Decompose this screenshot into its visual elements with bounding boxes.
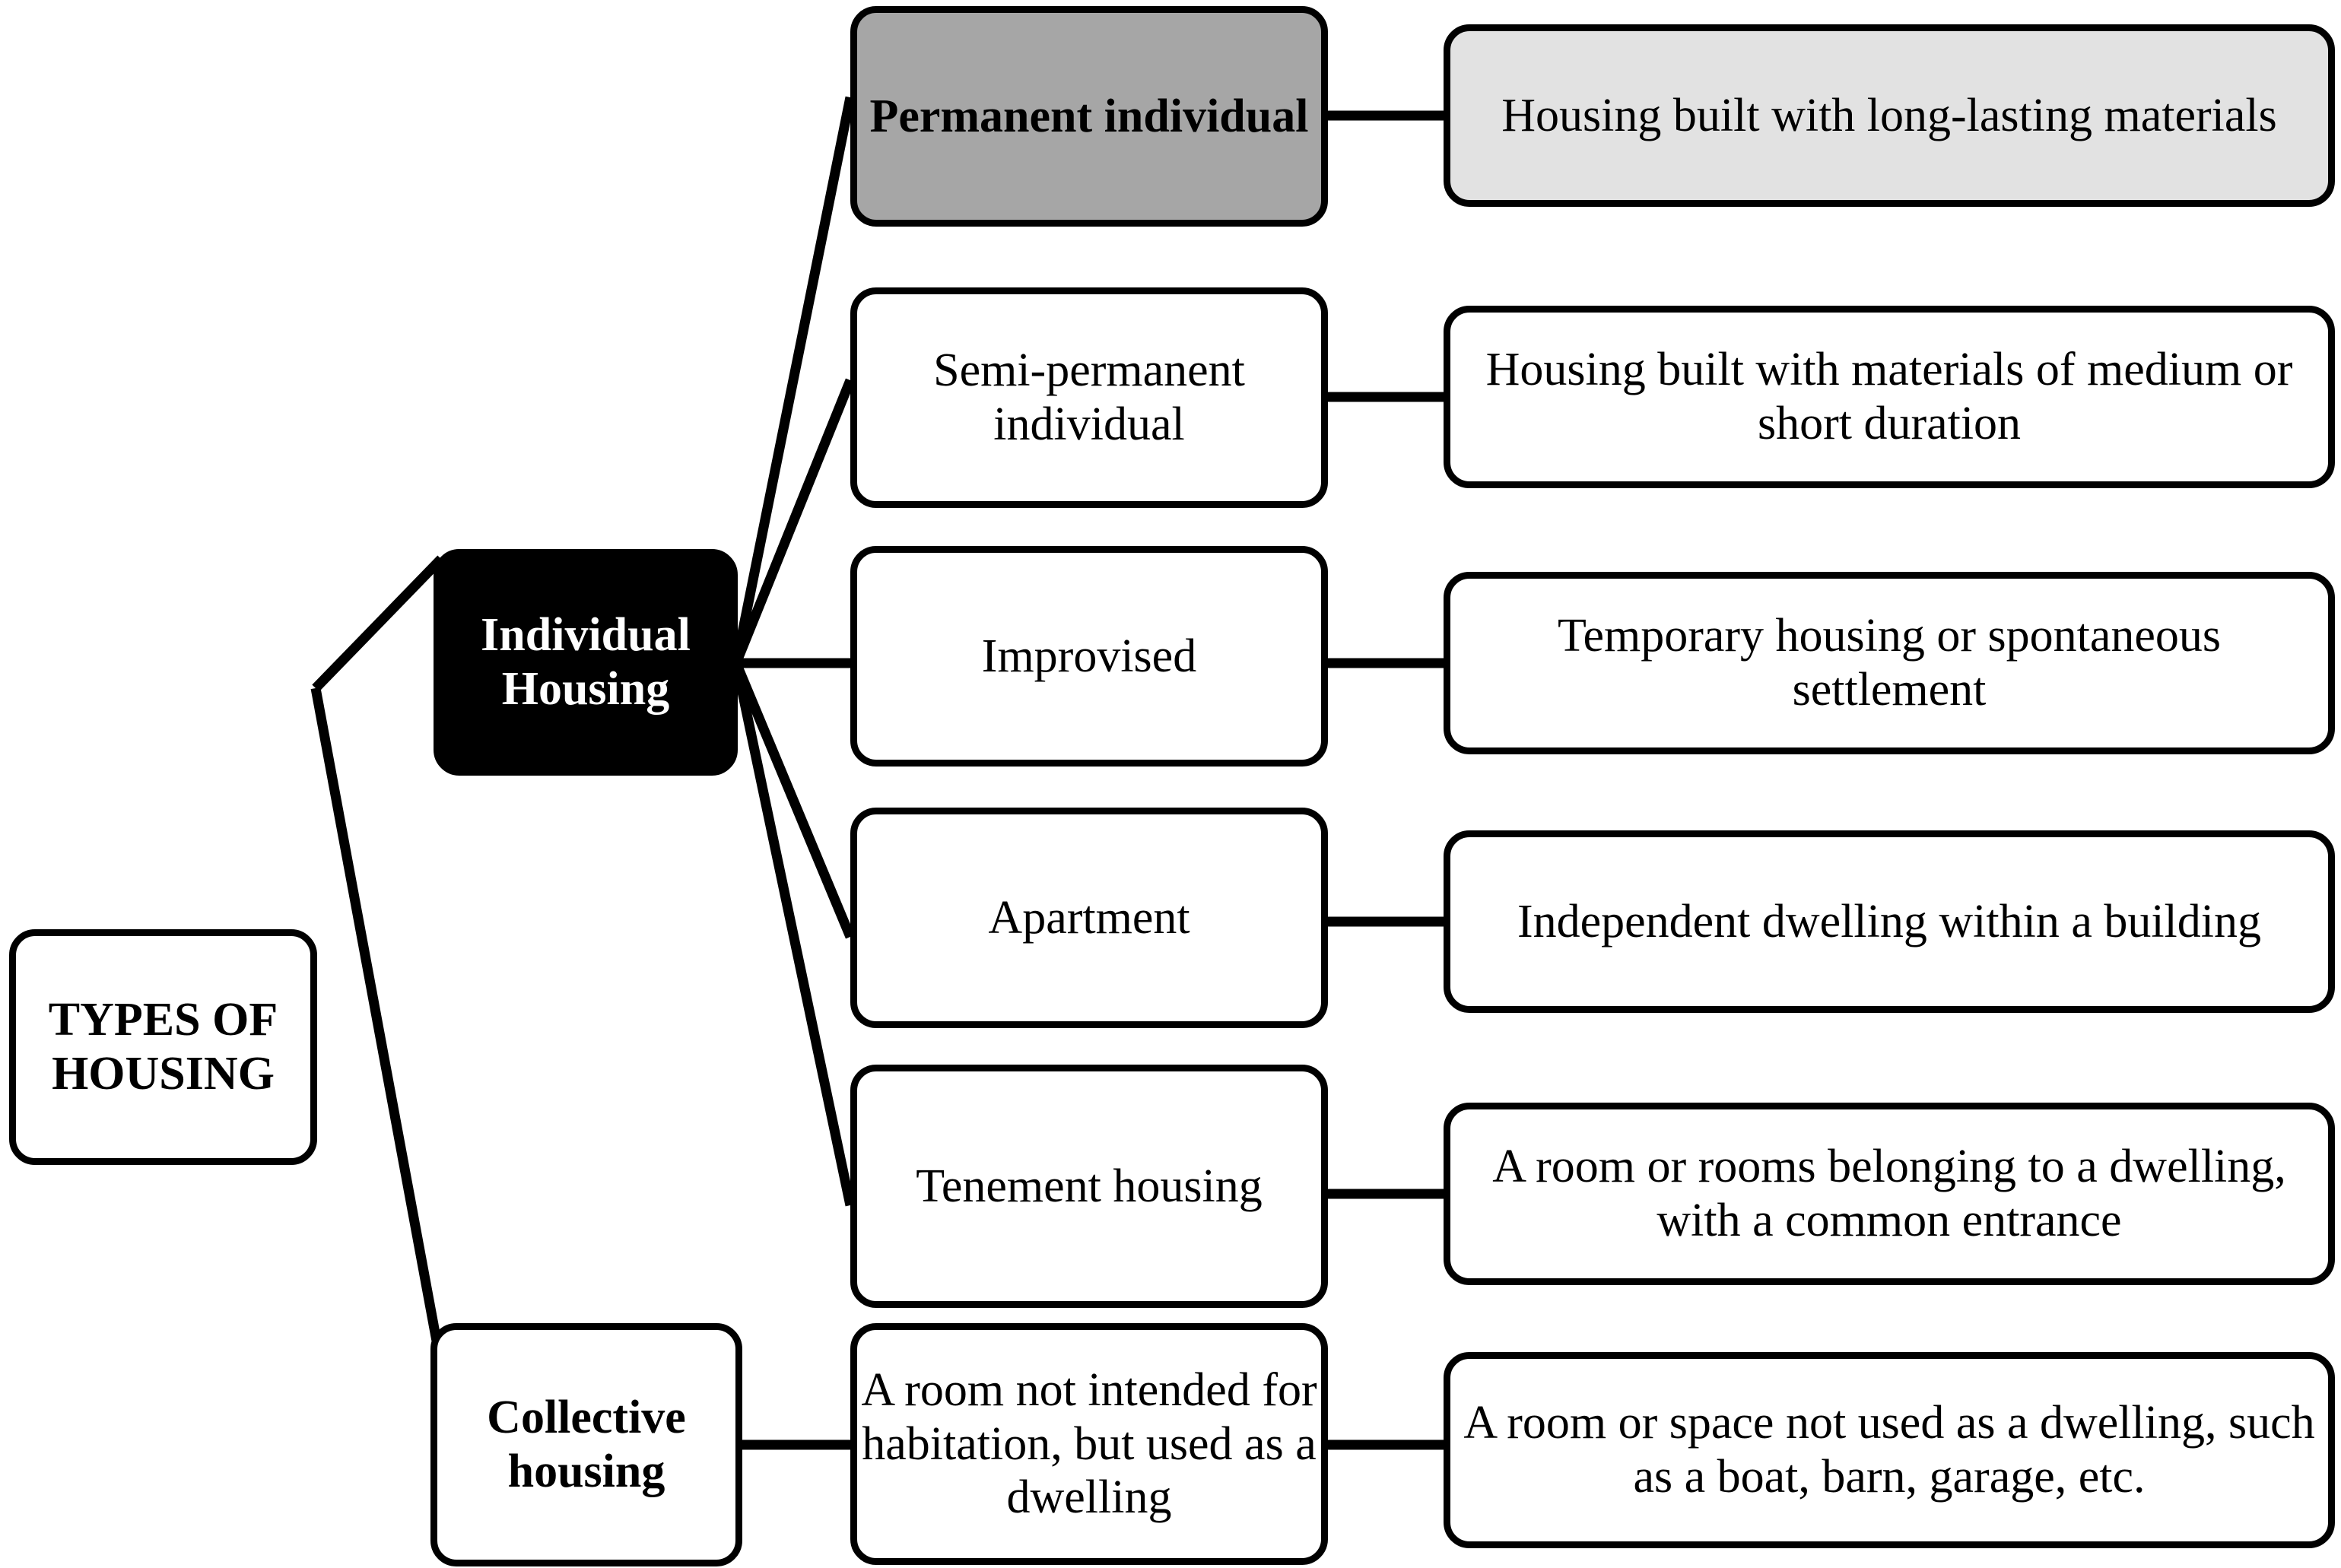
node-type-room-not-intended-for-habitation-label: A room not intended for habitation, but … <box>861 1363 1317 1524</box>
node-type-permanent-individual[interactable]: Permanent individual <box>850 6 1328 227</box>
node-collective-housing-label: Collective housing <box>487 1392 686 1497</box>
node-type-tenement-housing-label: Tenement housing <box>916 1160 1263 1212</box>
node-type-apartment-label: Apartment <box>988 891 1190 944</box>
desc-tenement-housing-text: A room or rooms belonging to a dwelling,… <box>1492 1141 2286 1246</box>
edge-individual-to-semipermanent <box>731 378 856 665</box>
desc-semi-permanent-individual-text: Housing built with materials of medium o… <box>1485 344 2293 449</box>
edge-individual-to-tenement <box>731 662 856 1207</box>
desc-permanent-individual-text: Housing built with long-lasting material… <box>1501 89 2277 141</box>
edge-root-to-collective <box>310 687 445 1359</box>
edge-individual-to-apartment <box>732 661 855 939</box>
desc-room-not-used-as-dwelling-text: A room or space not used as a dwelling, … <box>1463 1397 2315 1503</box>
node-type-improvised-label: Improvised <box>981 630 1197 682</box>
node-type-semi-permanent-individual-label: Semi-permanent individual <box>933 344 1245 450</box>
node-individual-housing-label: Individual Housing <box>481 609 691 715</box>
desc-room-not-used-as-dwelling[interactable]: A room or space not used as a dwelling, … <box>1444 1352 2335 1548</box>
node-type-semi-permanent-individual[interactable]: Semi-permanent individual <box>850 287 1328 508</box>
node-collective-housing[interactable]: Collective housing <box>430 1323 742 1566</box>
node-root-types-of-housing[interactable]: TYPES OF HOUSING <box>9 929 317 1165</box>
desc-improvised-text: Temporary housing or spontaneous settlem… <box>1557 610 2222 716</box>
node-individual-housing[interactable]: Individual Housing <box>434 549 738 776</box>
desc-improvised[interactable]: Temporary housing or spontaneous settlem… <box>1444 572 2335 754</box>
node-type-improvised[interactable]: Improvised <box>850 546 1328 767</box>
node-root-label: TYPES OF HOUSING <box>48 994 278 1100</box>
desc-permanent-individual[interactable]: Housing built with long-lasting material… <box>1444 24 2335 207</box>
node-type-apartment[interactable]: Apartment <box>850 808 1328 1028</box>
desc-tenement-housing[interactable]: A room or rooms belonging to a dwelling,… <box>1444 1103 2335 1285</box>
node-type-room-not-intended-for-habitation[interactable]: A room not intended for habitation, but … <box>850 1323 1328 1565</box>
edge-individual-to-permanent <box>731 96 856 665</box>
desc-apartment[interactable]: Independent dwelling within a building <box>1444 830 2335 1013</box>
node-type-permanent-individual-label: Permanent individual <box>869 90 1309 142</box>
desc-semi-permanent-individual[interactable]: Housing built with materials of medium o… <box>1444 306 2335 488</box>
node-type-tenement-housing[interactable]: Tenement housing <box>850 1065 1328 1308</box>
edge-root-to-individual <box>312 555 445 692</box>
desc-apartment-text: Independent dwelling within a building <box>1517 895 2262 947</box>
